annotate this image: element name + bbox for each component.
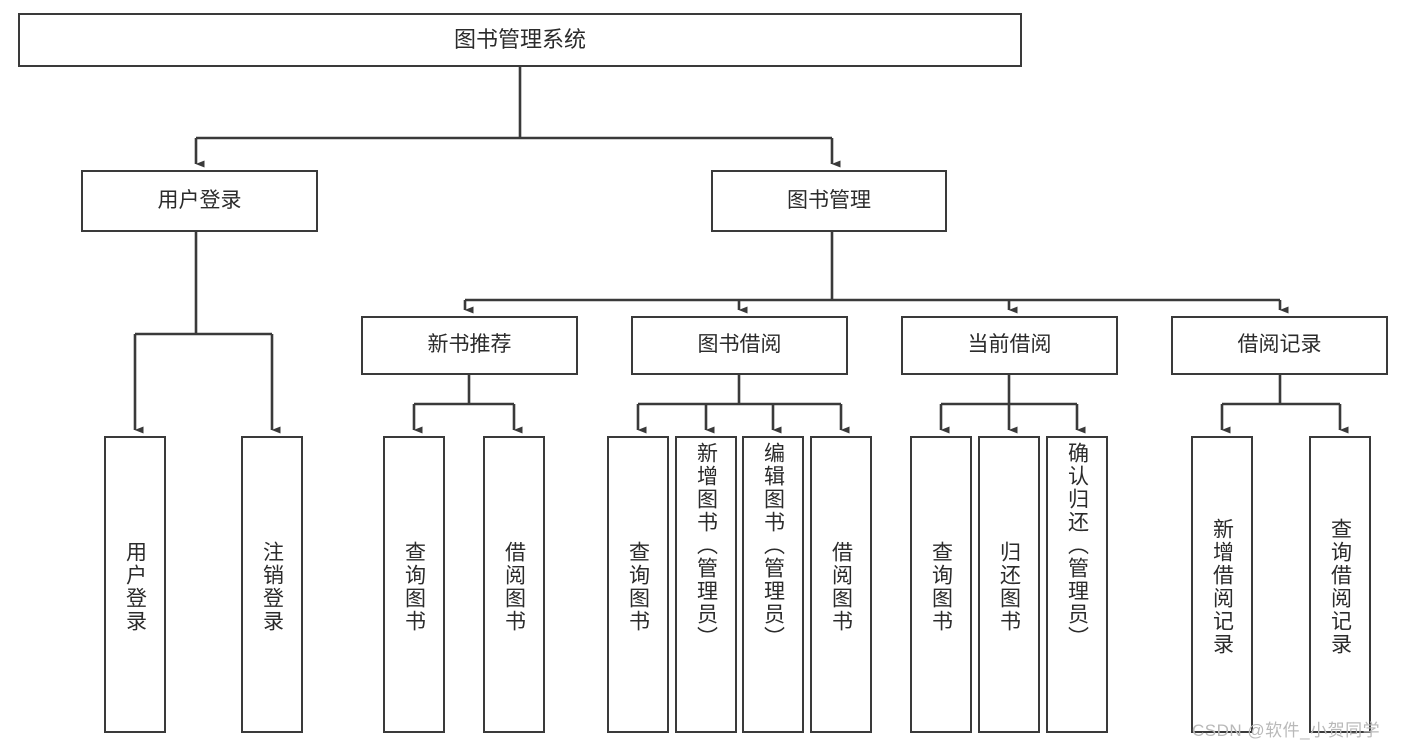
leaf-cb-query-book-label: 查询图书 bbox=[929, 540, 953, 633]
leaf-bb-query-book[interactable]: 查询图书 bbox=[607, 436, 669, 733]
leaf-nb-borrow-book[interactable]: 借阅图书 bbox=[483, 436, 545, 733]
leaf-logout-label: 注销登录 bbox=[260, 540, 284, 633]
node-current-borrow[interactable]: 当前借阅 bbox=[901, 316, 1118, 375]
node-user-login[interactable]: 用户登录 bbox=[81, 170, 318, 232]
leaf-user-login-label: 用户登录 bbox=[123, 540, 147, 633]
leaf-cb-query-book[interactable]: 查询图书 bbox=[910, 436, 972, 733]
node-root-system[interactable]: 图书管理系统 bbox=[18, 13, 1022, 67]
leaf-br-query-record[interactable]: 查询借阅记录 bbox=[1309, 436, 1371, 733]
node-book-borrow-label: 图书借阅 bbox=[697, 333, 782, 357]
leaf-nb-query-book[interactable]: 查询图书 bbox=[383, 436, 445, 733]
leaf-bb-borrow-book[interactable]: 借阅图书 bbox=[810, 436, 872, 733]
leaf-bb-add-book[interactable]: 新增图书（管理员） bbox=[675, 436, 737, 733]
leaf-user-login[interactable]: 用户登录 bbox=[104, 436, 166, 733]
leaf-nb-query-book-label: 查询图书 bbox=[402, 540, 426, 633]
node-root-system-label: 图书管理系统 bbox=[453, 27, 586, 53]
leaf-cb-return-book-label: 归还图书 bbox=[997, 540, 1021, 633]
node-new-book-recommend[interactable]: 新书推荐 bbox=[361, 316, 578, 375]
csdn-watermark-text: CSDN @软件_小贺同学 bbox=[1192, 721, 1381, 740]
leaf-bb-add-book-label: 新增图书（管理员） bbox=[694, 442, 718, 649]
node-new-book-recommend-label: 新书推荐 bbox=[427, 333, 512, 357]
leaf-logout[interactable]: 注销登录 bbox=[241, 436, 303, 733]
leaf-bb-edit-book-label: 编辑图书（管理员） bbox=[761, 442, 785, 649]
node-book-management-label: 图书管理 bbox=[787, 188, 871, 212]
node-book-borrow[interactable]: 图书借阅 bbox=[631, 316, 848, 375]
node-borrow-record-label: 借阅记录 bbox=[1237, 333, 1322, 357]
leaf-nb-borrow-book-label: 借阅图书 bbox=[502, 540, 526, 633]
leaf-br-add-record-label: 新增借阅记录 bbox=[1210, 517, 1234, 656]
leaf-bb-edit-book[interactable]: 编辑图书（管理员） bbox=[742, 436, 804, 733]
csdn-watermark: CSDN @软件_小贺同学 bbox=[1192, 716, 1380, 741]
node-borrow-record[interactable]: 借阅记录 bbox=[1171, 316, 1388, 375]
leaf-bb-borrow-book-label: 借阅图书 bbox=[829, 540, 853, 633]
leaf-cb-confirm-return[interactable]: 确认归还（管理员） bbox=[1046, 436, 1108, 733]
leaf-cb-return-book[interactable]: 归还图书 bbox=[978, 436, 1040, 733]
node-book-management[interactable]: 图书管理 bbox=[711, 170, 947, 232]
leaf-br-query-record-label: 查询借阅记录 bbox=[1328, 517, 1352, 656]
node-user-login-label: 用户登录 bbox=[157, 188, 242, 212]
leaf-cb-confirm-return-label: 确认归还（管理员） bbox=[1065, 442, 1089, 649]
leaf-bb-query-book-label: 查询图书 bbox=[626, 540, 650, 633]
node-current-borrow-label: 当前借阅 bbox=[967, 333, 1052, 357]
leaf-br-add-record[interactable]: 新增借阅记录 bbox=[1191, 436, 1253, 733]
